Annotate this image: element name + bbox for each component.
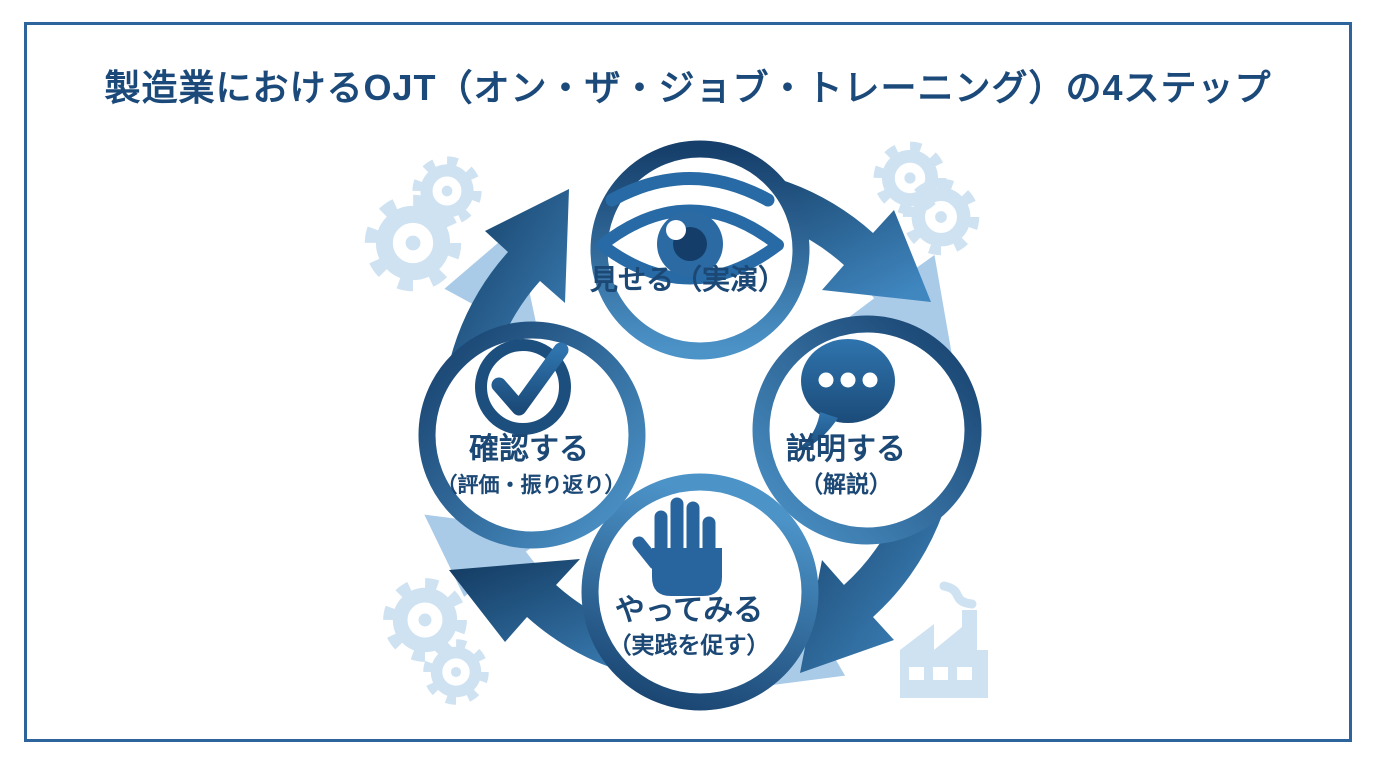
step-confirm-sublabel: （評価・振り返り） — [436, 474, 626, 497]
gear-cluster-top-left — [372, 161, 477, 284]
step-explain-label: 説明する — [786, 433, 906, 466]
eye-icon — [596, 172, 784, 285]
step-confirm-label: 確認する — [469, 433, 589, 466]
page-title: 製造業におけるOJT（オン・ザ・ジョブ・トレーニング）の4ステップ — [104, 67, 1272, 108]
speech-bubble-icon — [788, 339, 895, 454]
step-show-label: 見せる（実演） — [589, 264, 787, 295]
step-try-sublabel: （実践を促す） — [608, 632, 770, 658]
gear-icon — [389, 584, 461, 656]
hand-icon — [632, 497, 722, 596]
step-explain-sublabel: （解説） — [800, 471, 892, 497]
gear-icon — [428, 644, 484, 700]
background-decorations — [372, 147, 988, 700]
check-circle-icon — [475, 339, 571, 435]
step-try-label: やってみる — [614, 594, 764, 627]
factory-icon — [900, 581, 988, 698]
gear-cluster-bottom-left — [389, 584, 484, 700]
